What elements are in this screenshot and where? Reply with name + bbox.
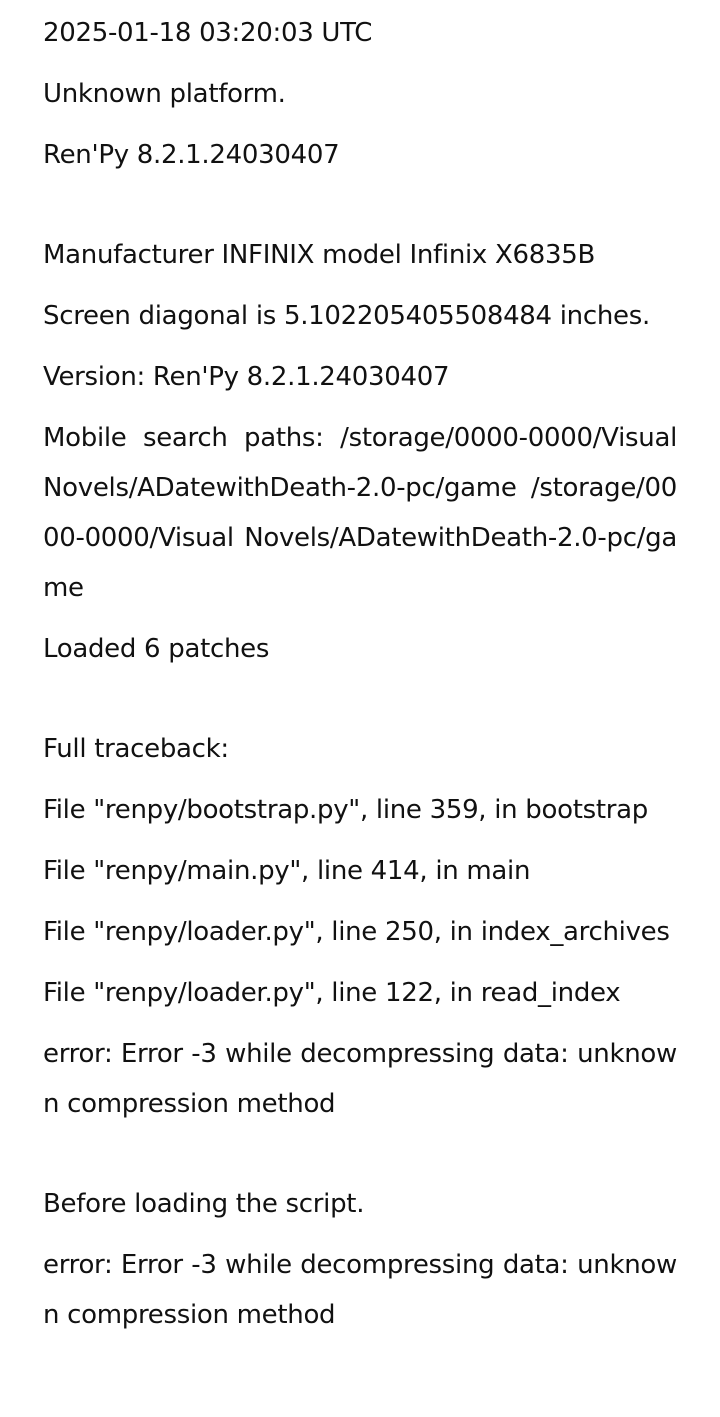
traceback-line: File "renpy/loader.py", line 250, in ind… xyxy=(43,917,670,947)
traceback-header: Full traceback: xyxy=(43,734,229,764)
error-message: error: Error -3 while decompressing data… xyxy=(43,1250,677,1330)
version-text: Version: Ren'Py 8.2.1.24030407 xyxy=(43,362,450,392)
spacer xyxy=(43,191,677,230)
patches-text: Loaded 6 patches xyxy=(43,634,270,664)
traceback-line: File "renpy/loader.py", line 122, in rea… xyxy=(43,978,621,1008)
error-message: error: Error -3 while decompressing data… xyxy=(43,1039,677,1119)
error-log: 2025-01-18 03:20:03 UTC Unknown platform… xyxy=(43,8,677,1351)
context-text: Before loading the script. xyxy=(43,1189,365,1219)
platform-text: Unknown platform. xyxy=(43,79,286,109)
spacer xyxy=(43,1140,677,1179)
spacer xyxy=(43,685,677,724)
screen-diagonal-text: Screen diagonal is 5.102205405508484 inc… xyxy=(43,301,650,331)
manufacturer-text: Manufacturer INFINIX model Infinix X6835… xyxy=(43,240,595,270)
traceback-line: File "renpy/main.py", line 414, in main xyxy=(43,856,531,886)
renpy-version-text: Ren'Py 8.2.1.24030407 xyxy=(43,140,340,170)
timestamp-text: 2025-01-18 03:20:03 UTC xyxy=(43,18,373,48)
traceback-line: File "renpy/bootstrap.py", line 359, in … xyxy=(43,795,648,825)
search-paths-text: Mobile search paths: /storage/0000-0000/… xyxy=(43,423,677,603)
